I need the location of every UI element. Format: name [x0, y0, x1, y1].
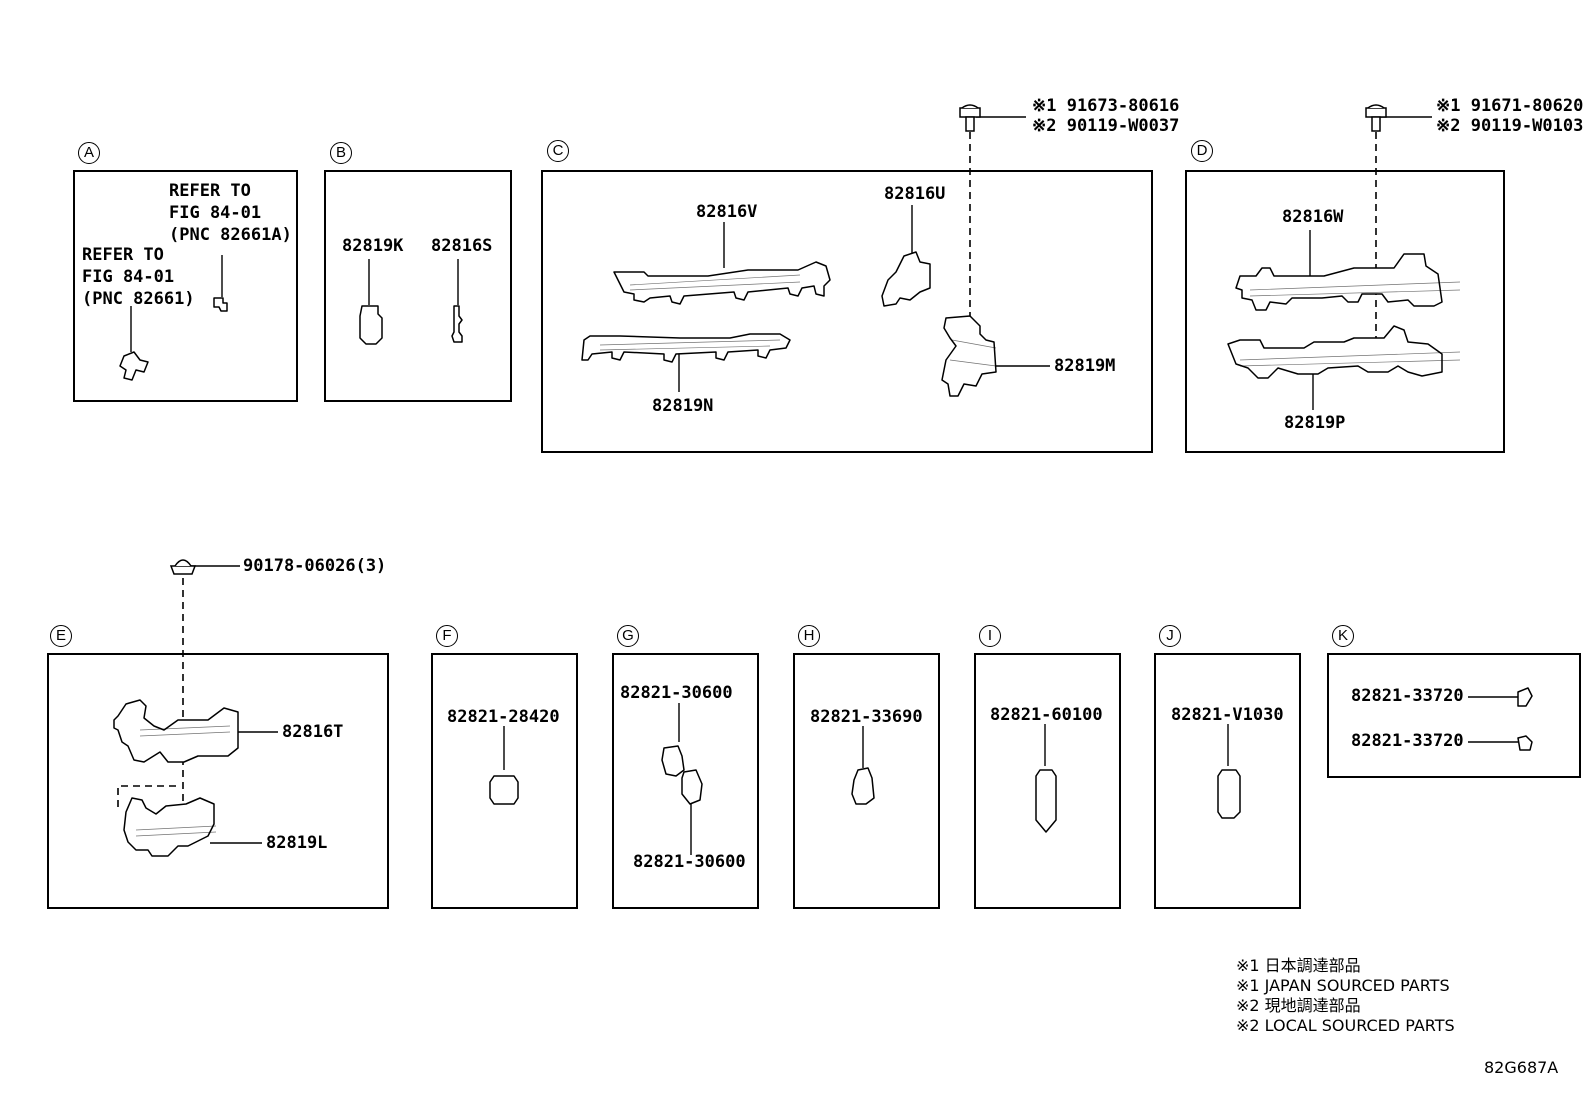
part-82821-30600-lower: [681, 769, 703, 805]
section-I-marker: I: [979, 625, 1001, 647]
box-G: [612, 653, 759, 909]
part-82821-60100: [1035, 769, 1057, 833]
note-1-jp: ※1 日本調達部品: [1236, 956, 1361, 975]
box-K: [1327, 653, 1581, 778]
part-label-82821-33720-a[interactable]: 82821-33720: [1351, 686, 1464, 706]
part-label-82821-V1030[interactable]: 82821-V1030: [1171, 705, 1284, 725]
refer-82661-line1: REFER TO: [82, 245, 164, 265]
part-82819K: [359, 305, 383, 345]
part-label-82819M[interactable]: 82819M: [1054, 356, 1116, 376]
part-82816U: [881, 251, 931, 307]
part-label-82819N[interactable]: 82819N: [652, 396, 714, 416]
part-82821-V1030: [1217, 769, 1241, 819]
section-J-marker: J: [1159, 625, 1181, 647]
figure-code: 82G687A: [1484, 1058, 1559, 1077]
part-82821-28420: [489, 775, 519, 805]
refer-82661A-line2: FIG 84-01: [169, 203, 262, 223]
section-K-marker: K: [1332, 625, 1354, 647]
box-B: [324, 170, 512, 402]
box-J: [1154, 653, 1301, 909]
section-D-marker: D: [1191, 140, 1213, 162]
refer-82661A-line1: REFER TO: [169, 181, 251, 201]
box-D: [1185, 170, 1505, 453]
part-label-82816T[interactable]: 82816T: [282, 722, 344, 742]
bolt-D-pn-1[interactable]: ※1 91671-80620: [1436, 96, 1584, 116]
part-82816T: [113, 699, 239, 763]
bolt-C-icon: [959, 104, 981, 132]
box-H: [793, 653, 940, 909]
part-82816W: [1235, 253, 1443, 311]
refer-82661-line2: FIG 84-01: [82, 267, 175, 287]
part-label-82821-28420[interactable]: 82821-28420: [447, 707, 560, 727]
note-1-en: ※1 JAPAN SOURCED PARTS: [1236, 976, 1450, 995]
refer-82661A-line3[interactable]: (PNC 82661A): [169, 225, 292, 245]
bolt-C-pn-2[interactable]: ※2 90119-W0037: [1032, 116, 1180, 136]
part-label-82816V[interactable]: 82816V: [696, 202, 758, 222]
part-82821-30600-upper: [661, 745, 685, 777]
clip-82661A: [213, 297, 228, 312]
section-A-marker: A: [78, 142, 100, 164]
bolt-D-pn-2[interactable]: ※2 90119-W0103: [1436, 116, 1584, 136]
box-C: [541, 170, 1153, 453]
box-F: [431, 653, 578, 909]
section-B-marker: B: [330, 142, 352, 164]
refer-82661-line3[interactable]: (PNC 82661): [82, 289, 195, 309]
part-82816S: [451, 305, 463, 343]
part-82821-33720-a: [1517, 687, 1533, 707]
part-label-82821-33690[interactable]: 82821-33690: [810, 707, 923, 727]
part-label-82819K[interactable]: 82819K: [342, 236, 404, 256]
part-82819P: [1227, 325, 1443, 379]
part-82821-33690: [851, 767, 875, 805]
part-82821-33720-b: [1517, 735, 1533, 751]
part-label-82816U[interactable]: 82816U: [884, 184, 946, 204]
box-I: [974, 653, 1121, 909]
section-C-marker: C: [547, 140, 569, 162]
bolt-C-pn-1[interactable]: ※1 91673-80616: [1032, 96, 1180, 116]
box-E: [47, 653, 389, 909]
nut-E-icon: [169, 559, 197, 575]
note-2-en: ※2 LOCAL SOURCED PARTS: [1236, 1016, 1455, 1035]
box-A: [73, 170, 298, 402]
nut-E-pn[interactable]: 90178-06026(3): [243, 556, 387, 576]
section-H-marker: H: [798, 625, 820, 647]
part-label-82821-30600-upper[interactable]: 82821-30600: [620, 683, 733, 703]
part-label-82821-33720-b[interactable]: 82821-33720: [1351, 731, 1464, 751]
part-82819L: [123, 797, 215, 857]
part-label-82816S[interactable]: 82816S: [431, 236, 493, 256]
part-label-82816W[interactable]: 82816W: [1282, 207, 1344, 227]
part-label-82819P[interactable]: 82819P: [1284, 413, 1346, 433]
note-2-jp: ※2 現地調達部品: [1236, 996, 1361, 1015]
part-label-82821-60100[interactable]: 82821-60100: [990, 705, 1103, 725]
part-label-82819L[interactable]: 82819L: [266, 833, 328, 853]
bolt-D-icon: [1365, 104, 1387, 132]
section-F-marker: F: [436, 625, 458, 647]
clip-82661: [119, 351, 149, 381]
part-82819M: [941, 315, 997, 397]
section-E-marker: E: [50, 625, 72, 647]
section-G-marker: G: [617, 625, 639, 647]
part-82816V: [613, 261, 831, 305]
part-label-82821-30600-lower[interactable]: 82821-30600: [633, 852, 746, 872]
